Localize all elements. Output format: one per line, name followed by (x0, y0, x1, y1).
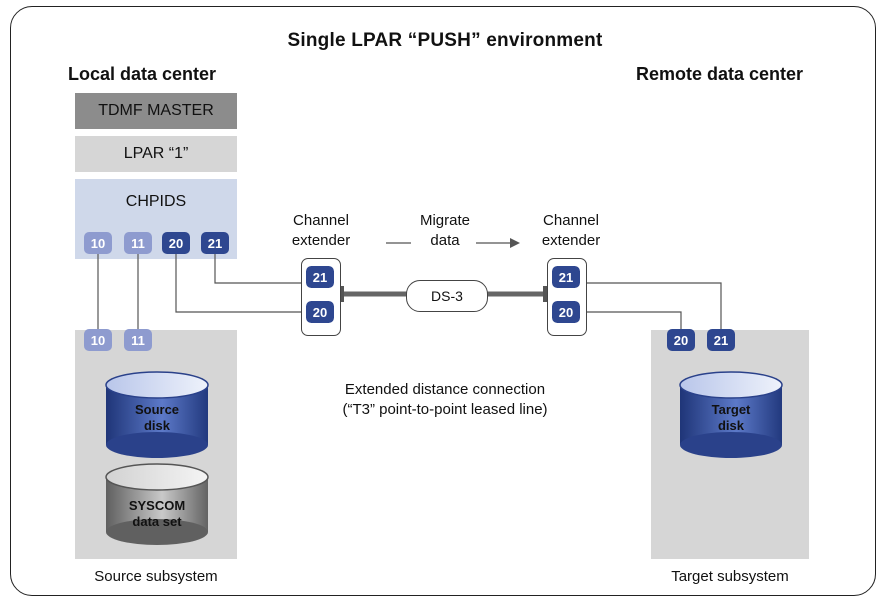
ds3-link-label-box: DS-3 (406, 280, 488, 312)
source-port-10: 10 (84, 329, 112, 351)
link-chpid-20 (175, 254, 304, 313)
chpid-20: 20 (162, 232, 190, 254)
source-disk-label: Source disk (134, 402, 180, 433)
link-target-21 (585, 282, 722, 329)
right-extender-label: Channel extender (541, 212, 601, 249)
syscom-disk-icon (105, 463, 209, 545)
connection-description: Extended distance connection (“T3” point… (290, 380, 600, 420)
chpid-21: 21 (201, 232, 229, 254)
target-subsystem-label: Target subsystem (671, 568, 789, 585)
chpid-10: 10 (84, 232, 112, 254)
link-target-20 (585, 311, 682, 329)
tdmf-master-box: TDMF MASTER (75, 93, 237, 129)
chpid-11: 11 (124, 232, 152, 254)
left-extender-label: Channel extender (291, 212, 351, 249)
diagram-title: Single LPAR “PUSH” environment (287, 30, 603, 51)
remote-heading: Remote data center (636, 64, 804, 84)
tdmf-master-label: TDMF MASTER (98, 102, 214, 119)
migrate-data-label: Migrate data (419, 212, 471, 249)
source-port-11: 11 (124, 329, 152, 351)
syscom-label: SYSCOM data set (128, 498, 186, 529)
target-port-21: 21 (707, 329, 735, 351)
lpar-box: LPAR “1” (75, 136, 237, 172)
link-chpid-21 (214, 254, 304, 284)
right-link-cap (543, 286, 547, 302)
migrate-arrowhead (510, 238, 520, 248)
chpids-label: CHPIDS (125, 193, 187, 210)
connection-description-line1: Extended distance connection (344, 381, 546, 398)
left-extender-port-21: 21 (304, 264, 336, 290)
lpar-label: LPAR “1” (123, 145, 189, 162)
target-disk-label: Target disk (711, 402, 751, 433)
right-extender-port-20: 20 (550, 299, 582, 325)
connection-description-line2: (“T3” point-to-point leased line) (342, 401, 548, 418)
left-extender-port-20: 20 (304, 299, 336, 325)
local-heading: Local data center (68, 64, 217, 84)
target-disk-icon (679, 371, 783, 458)
source-subsystem-label: Source subsystem (94, 568, 218, 585)
left-link-cap (340, 286, 344, 302)
ds3-label: DS-3 (431, 288, 463, 304)
target-port-20: 20 (667, 329, 695, 351)
source-disk-icon (105, 371, 209, 458)
right-extender-port-21: 21 (550, 264, 582, 290)
